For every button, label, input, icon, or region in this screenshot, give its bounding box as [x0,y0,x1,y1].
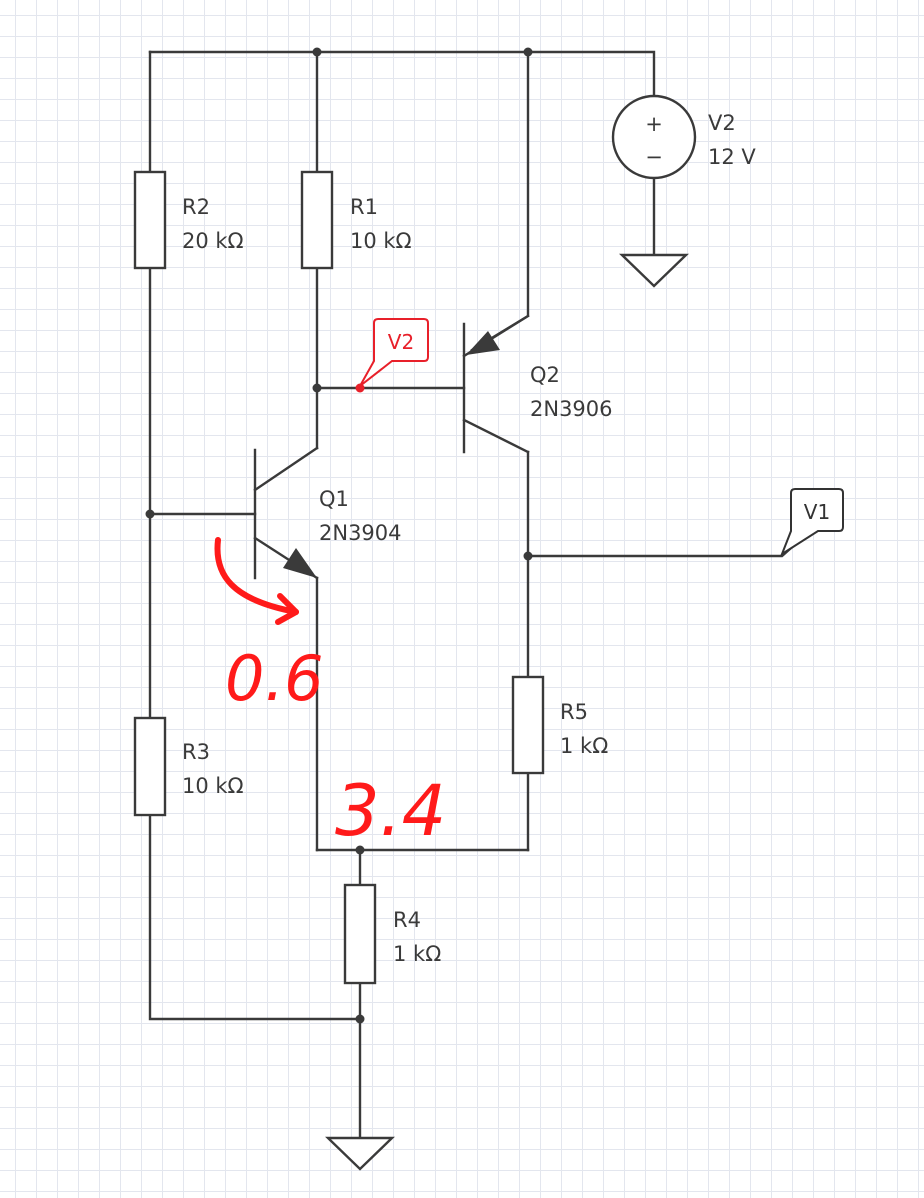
junction-dot [312,383,322,393]
v2-value-label: 12 V [708,145,756,169]
probe-tag-v2[interactable]: V2 [359,318,429,387]
transistor-q2[interactable] [462,314,530,454]
q1-part-label: 2N3904 [319,521,402,545]
r4-ref-label: R4 [393,908,421,932]
voltage-source-v2[interactable]: + − [611,94,697,180]
r2-ref-label: R2 [182,195,210,219]
probe-tag-body [779,488,844,557]
r3-ground-wire [148,813,362,1021]
source-minus-symbol: − [645,145,663,169]
probe-dot [355,383,365,393]
junctions [145,47,533,1024]
r3-ref-label: R3 [182,740,210,764]
q2-collector-lead [462,418,530,454]
q1-collector-lead [253,446,319,492]
resistor-r1[interactable] [300,170,334,270]
probe-tag-v2-label: V2 [388,330,414,354]
junction-dot [145,509,155,519]
v1-output-wire [526,538,802,558]
resistor-r5[interactable] [511,675,545,775]
probe-tag-body [359,318,429,387]
r1-ref-label: R1 [350,195,378,219]
top-rail-wire [148,50,656,97]
ground-icon [325,1136,395,1171]
transistor-q1[interactable] [253,446,319,580]
handwritten-arrow-icon [214,537,299,615]
resistor-r4[interactable] [343,883,377,985]
q2-part-label: 2N3906 [530,397,613,421]
v2-ref-label: V2 [708,111,736,135]
resistor-r3[interactable] [133,716,167,817]
junction-dot [523,47,533,57]
junction-dot [355,845,365,855]
r5-value-label: 1 kΩ [560,734,608,758]
handwritten-annotations: 0.6 3.4 [214,537,446,852]
source-plus-symbol: + [645,112,663,136]
ground-icon [619,253,689,288]
junction-dot [355,1014,365,1024]
q1-ref-label: Q1 [319,487,349,511]
q2-emitter-wire [470,50,530,352]
r3-value-label: 10 kΩ [182,774,244,798]
r1-value-label: 10 kΩ [350,229,412,253]
handwritten-arrow-head-icon [275,593,299,625]
q1-emitter-arrow-icon [283,548,317,578]
emitter-voltage-annotation: 3.4 [335,770,446,852]
r5-ref-label: R5 [560,700,588,724]
r4-value-label: 1 kΩ [393,942,441,966]
q2-emitter-arrow-icon [466,331,500,355]
vbe-annotation: 0.6 [225,642,324,715]
junction-dot [312,47,322,57]
probe-tag-v1-label: V1 [804,500,830,524]
source-body [611,94,697,180]
r2-value-label: 20 kΩ [182,229,244,253]
probe-tag-v1[interactable]: V1 [779,488,844,557]
resistor-r2[interactable] [133,170,167,270]
q2-ref-label: Q2 [530,363,560,387]
junction-dot [523,551,533,561]
